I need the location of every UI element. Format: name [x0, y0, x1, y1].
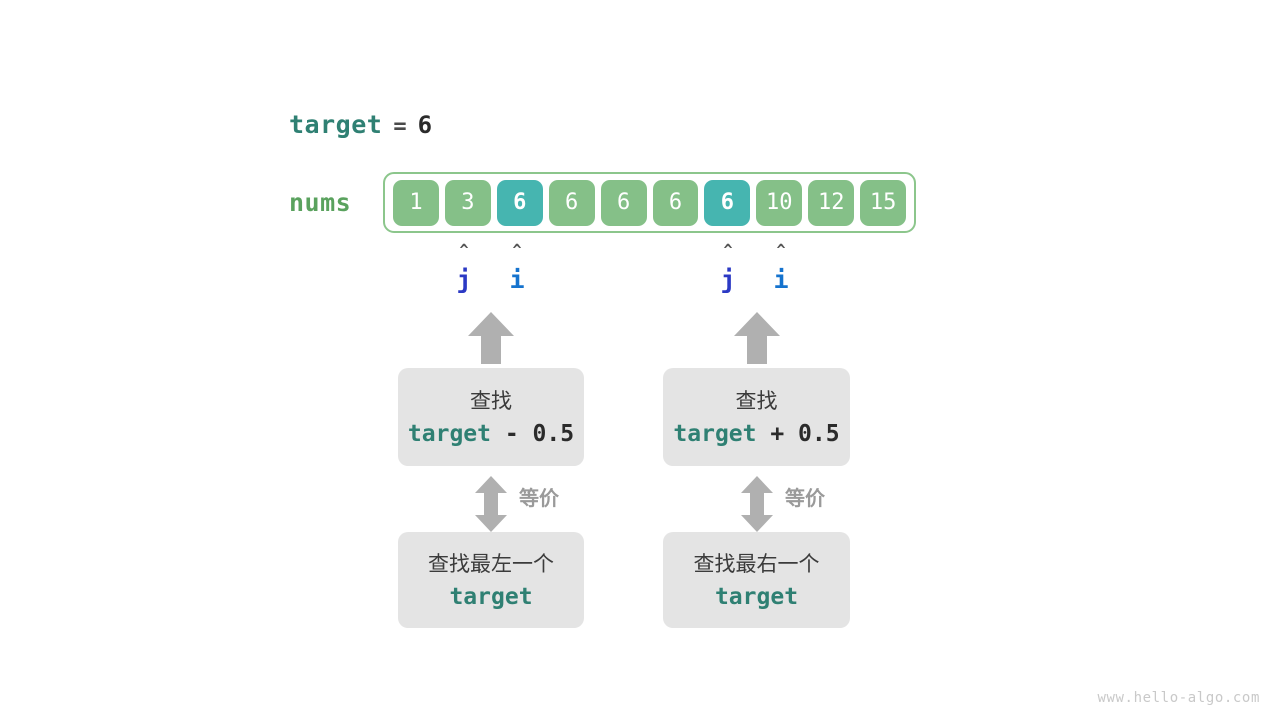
arrow-double-icon-left	[475, 476, 507, 532]
pointer-label: j	[456, 265, 472, 294]
array-label: nums	[289, 188, 352, 217]
search-target-plus-box: 查找 target + 0.5	[663, 368, 850, 466]
array-cell: 1	[393, 179, 439, 226]
caret-icon: ^	[459, 241, 469, 259]
equivalence-label-right: 等价	[785, 486, 825, 510]
caret-icon: ^	[512, 241, 522, 259]
box-line-1: 查找	[470, 388, 512, 413]
box-target-token: target	[449, 583, 533, 610]
pointer-label: i	[509, 265, 525, 294]
equivalence-label-left: 等价	[519, 486, 559, 510]
box-line-1: 查找最左一个	[428, 551, 554, 576]
search-rightmost-target-box: 查找最右一个 target	[663, 532, 850, 628]
caret-icon: ^	[776, 241, 786, 259]
array-cell: 6	[548, 179, 595, 226]
target-variable-name: target	[289, 110, 383, 139]
pointer-label: i	[773, 265, 789, 294]
box-offset-token: - 0.5	[491, 420, 575, 447]
box-line-2: target	[449, 584, 532, 610]
arrow-up-icon-left	[468, 312, 514, 364]
nums-array: 1 3 6 6 6 6 6 10 12 15	[383, 172, 916, 233]
watermark: www.hello-algo.com	[1097, 690, 1260, 706]
pointer-j-left: ^ j	[444, 241, 484, 294]
arrow-up-icon-right	[734, 312, 780, 364]
arrow-double-icon-right	[741, 476, 773, 532]
box-line-2: target + 0.5	[673, 421, 839, 447]
box-line-2: target - 0.5	[408, 421, 574, 447]
array-cell: 12	[808, 179, 855, 226]
array-cell: 3	[444, 179, 491, 226]
box-line-1: 查找	[735, 388, 778, 413]
box-target-token: target	[673, 420, 757, 447]
box-offset-token: + 0.5	[756, 420, 840, 447]
search-target-minus-box: 查找 target - 0.5	[398, 368, 584, 466]
array-cell: 15	[860, 179, 907, 226]
array-cell: 6	[652, 179, 699, 226]
array-cell: 6	[704, 179, 751, 226]
equals-sign: =	[393, 114, 407, 139]
pointer-i-left: ^ i	[497, 241, 537, 294]
array-cell: 6	[496, 179, 543, 226]
pointer-j-right: ^ j	[708, 241, 748, 294]
array-cell: 10	[756, 179, 803, 226]
pointer-i-right: ^ i	[761, 241, 801, 294]
box-target-token: target	[407, 420, 491, 447]
box-target-token: target	[714, 583, 799, 610]
pointer-label: j	[720, 265, 736, 294]
array-cell: 6	[600, 179, 647, 226]
target-value: 6	[417, 111, 433, 139]
target-declaration: target = 6	[289, 110, 432, 139]
caret-icon: ^	[723, 241, 733, 259]
box-line-1: 查找最右一个	[693, 551, 820, 576]
box-line-2: target	[715, 584, 798, 610]
search-leftmost-target-box: 查找最左一个 target	[398, 532, 584, 628]
